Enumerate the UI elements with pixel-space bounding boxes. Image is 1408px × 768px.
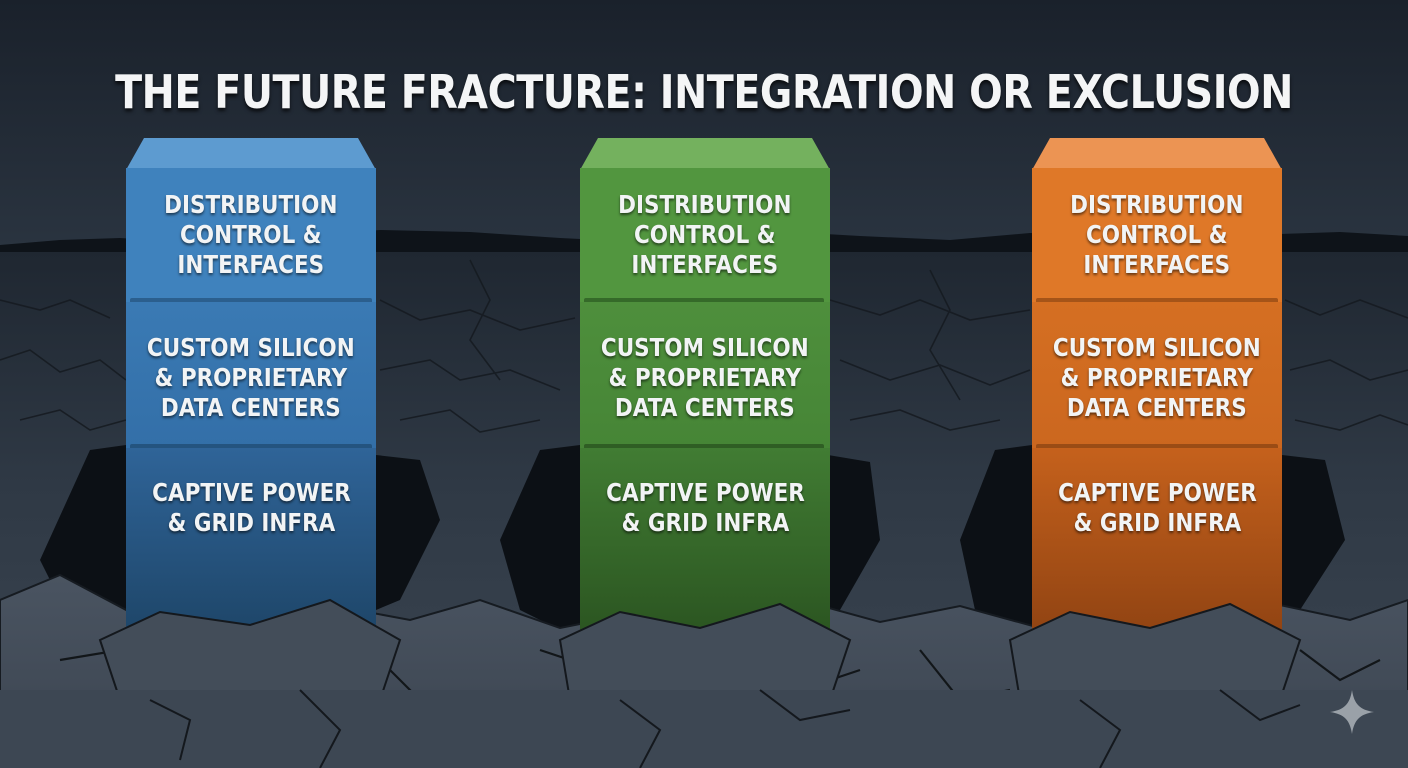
layer-label: CUSTOM SILICON & PROPRIETARY DATA CENTER… — [1053, 333, 1261, 422]
pillar-top-face — [1032, 138, 1282, 170]
pillar-top-face — [126, 138, 376, 170]
layer-label: DISTRIBUTION CONTROL & INTERFACES — [1070, 190, 1244, 279]
layer-label: CUSTOM SILICON & PROPRIETARY DATA CENTER… — [601, 333, 809, 422]
layer-distribution-control: DISTRIBUTION CONTROL & INTERFACES — [126, 168, 376, 302]
pillar-top-face — [580, 138, 830, 170]
layer-captive-power: CAPTIVE POWER & GRID INFRA — [126, 448, 376, 643]
layer-captive-power: CAPTIVE POWER & GRID INFRA — [1032, 448, 1282, 643]
layer-label: CAPTIVE POWER & GRID INFRA — [605, 478, 805, 537]
layer-label: DISTRIBUTION CONTROL & INTERFACES — [618, 190, 792, 279]
page-title: THE FUTURE FRACTURE: INTEGRATION OR EXCL… — [115, 64, 1293, 119]
layer-custom-silicon: CUSTOM SILICON & PROPRIETARY DATA CENTER… — [126, 302, 376, 448]
layer-label: CAPTIVE POWER & GRID INFRA — [151, 478, 351, 537]
layer-label: CAPTIVE POWER & GRID INFRA — [1057, 478, 1257, 537]
layer-custom-silicon: CUSTOM SILICON & PROPRIETARY DATA CENTER… — [580, 302, 830, 448]
layer-label: DISTRIBUTION CONTROL & INTERFACES — [164, 190, 338, 279]
layer-captive-power: CAPTIVE POWER & GRID INFRA — [580, 448, 830, 643]
layer-distribution-control: DISTRIBUTION CONTROL & INTERFACES — [580, 168, 830, 302]
layer-label: CUSTOM SILICON & PROPRIETARY DATA CENTER… — [147, 333, 355, 422]
layer-distribution-control: DISTRIBUTION CONTROL & INTERFACES — [1032, 168, 1282, 302]
layer-custom-silicon: CUSTOM SILICON & PROPRIETARY DATA CENTER… — [1032, 302, 1282, 448]
sparkle-icon — [1330, 690, 1374, 734]
